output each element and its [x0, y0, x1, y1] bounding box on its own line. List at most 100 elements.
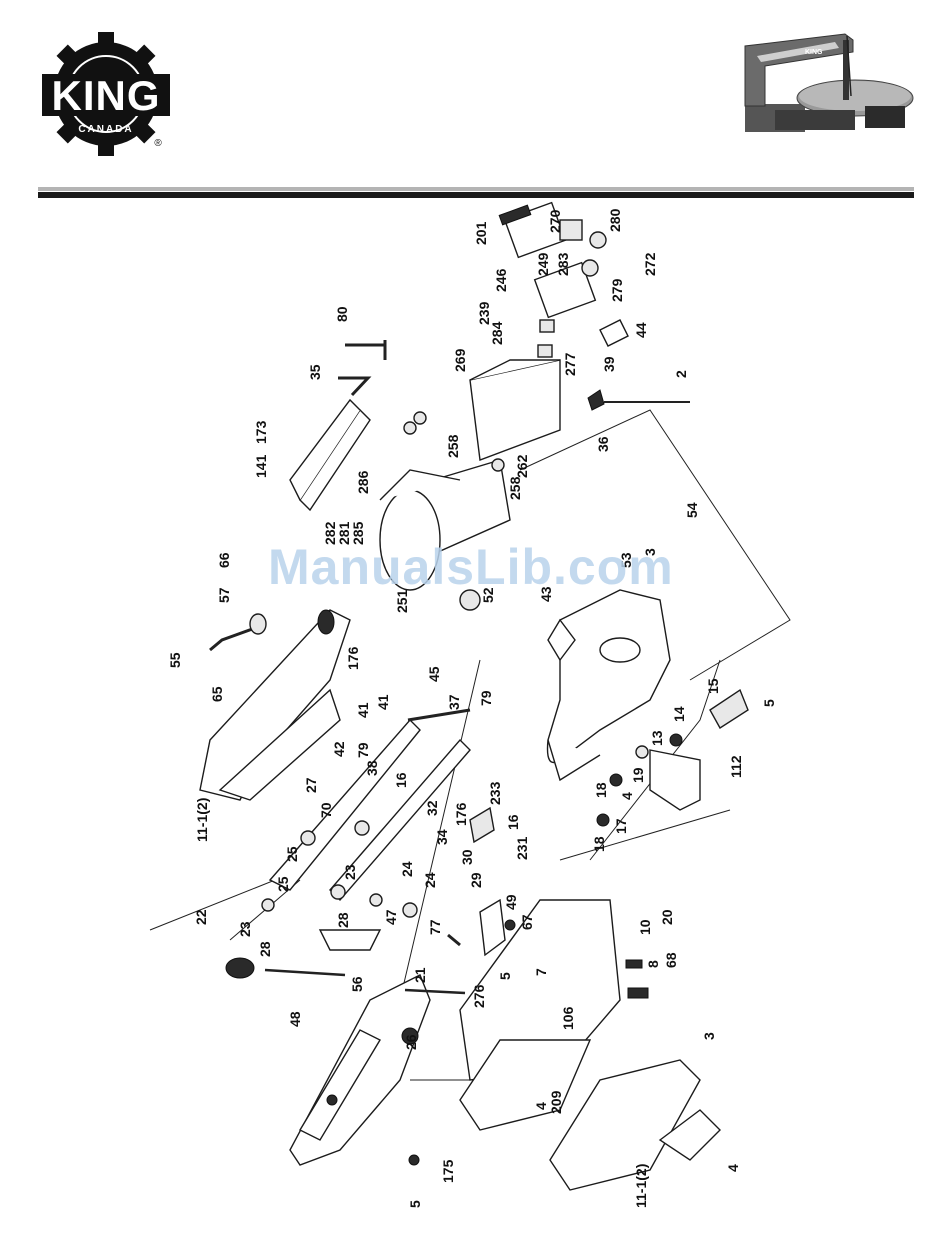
part-label: 53	[618, 552, 634, 568]
exploded-parts-diagram: 201 270 280 249 283 272 246 279 239 284 …	[149, 201, 791, 1208]
part-label: 10	[637, 919, 653, 935]
photo-brand-mark: KING	[805, 49, 823, 56]
part-label: 30	[459, 849, 475, 865]
upper-arm-assembly	[199, 340, 495, 979]
terminal-strip	[498, 204, 532, 226]
part-label: 284	[489, 321, 505, 345]
part-label: 4	[533, 1102, 549, 1110]
cam	[401, 1027, 419, 1045]
part-label: 18	[591, 836, 607, 852]
part-label: 39	[601, 356, 617, 372]
blade-guard	[479, 898, 506, 957]
logo-sub-text: CANADA	[78, 124, 133, 135]
trunnion	[649, 749, 701, 811]
part-label: 285	[350, 521, 366, 545]
part-label: 23	[237, 921, 253, 937]
part-label: 282	[322, 521, 338, 545]
part-label: 280	[607, 208, 623, 232]
part-label: 32	[424, 800, 440, 816]
base-plate	[459, 899, 621, 1081]
pulley	[459, 589, 481, 611]
bolt	[627, 987, 649, 999]
part-label: 286	[355, 470, 371, 494]
watermark-text: ManualsLib.com	[268, 539, 674, 595]
part-label: 67	[519, 914, 535, 930]
logo-brand-text: KING	[52, 72, 161, 119]
part-label: 25	[275, 876, 291, 892]
part-label: 44	[633, 322, 649, 338]
part-label: 5	[761, 699, 777, 707]
part-label: 283	[555, 252, 571, 276]
part-label: 79	[478, 690, 494, 706]
part-label: 28	[257, 941, 273, 957]
part-label: 41	[375, 694, 391, 710]
part-label: 57	[216, 587, 232, 603]
part-label: 11-1(2)	[194, 798, 210, 842]
part-label: 233	[487, 781, 503, 805]
part-label: 4	[725, 1164, 741, 1172]
part-label: 17	[613, 818, 629, 834]
part-label: 21	[412, 967, 428, 983]
terminal-plate	[533, 261, 597, 319]
part-label: 276	[471, 984, 487, 1008]
part-label: 7	[533, 968, 549, 976]
part-label: 38	[364, 760, 380, 776]
part-label: 41	[355, 702, 371, 718]
part-label: 270	[547, 209, 563, 233]
part-label: 176	[345, 646, 361, 670]
strain-relief	[587, 389, 605, 411]
part-label: 36	[595, 436, 611, 452]
part-label: 106	[560, 1006, 576, 1030]
part-label: 279	[609, 278, 625, 302]
part-label: 13	[649, 730, 665, 746]
part-label: 54	[684, 502, 700, 518]
part-label: 175	[440, 1159, 456, 1183]
tension-knob	[225, 957, 255, 979]
table-assembly	[546, 589, 749, 827]
foot-pad	[658, 1109, 721, 1161]
part-label: 11-1(2)	[633, 1164, 649, 1208]
fuse	[537, 344, 553, 358]
part-label: 3	[642, 548, 658, 556]
part-label: 251	[394, 589, 410, 613]
lower-link-arm	[268, 718, 421, 891]
part-label: 277	[562, 352, 578, 376]
part-label: 66	[216, 552, 232, 568]
part-label: 8	[645, 960, 661, 968]
part-label: 5	[497, 972, 513, 980]
part-label: 176	[453, 802, 469, 826]
knob	[589, 231, 607, 249]
part-label: 5	[407, 1200, 423, 1208]
blower-tube	[209, 626, 256, 652]
part-label: 16	[393, 772, 409, 788]
part-label: 43	[538, 586, 554, 602]
part-label: 112	[728, 755, 744, 778]
part-label: 34	[434, 829, 450, 845]
part-label: 258	[445, 434, 461, 458]
bearing-block	[469, 806, 495, 844]
king-canada-logo: KING CANADA ®	[42, 32, 170, 156]
part-label: 27	[303, 777, 319, 793]
base-assembly	[447, 898, 721, 1191]
switch	[559, 219, 583, 241]
part-label: 45	[426, 666, 442, 682]
part-label: 18	[593, 782, 609, 798]
part-label: 272	[642, 252, 658, 276]
part-label: 14	[671, 706, 687, 722]
part-label: 3	[701, 1032, 717, 1040]
table-opening	[599, 637, 641, 663]
drive-rod	[407, 708, 471, 722]
part-label: 52	[480, 587, 496, 603]
part-label: 173	[253, 420, 269, 444]
hex-key	[338, 376, 372, 397]
part-labels: 201 270 280 249 283 272 246 279 239 284 …	[167, 208, 777, 1208]
part-label: 209	[548, 1090, 564, 1114]
part-label: 24	[422, 872, 438, 888]
part-label: 47	[383, 909, 399, 925]
part-label: 79	[355, 742, 371, 758]
part-label: 25	[284, 846, 300, 862]
part-label: 77	[427, 919, 443, 935]
part-label: 4	[619, 792, 635, 800]
part-label: 269	[452, 348, 468, 372]
